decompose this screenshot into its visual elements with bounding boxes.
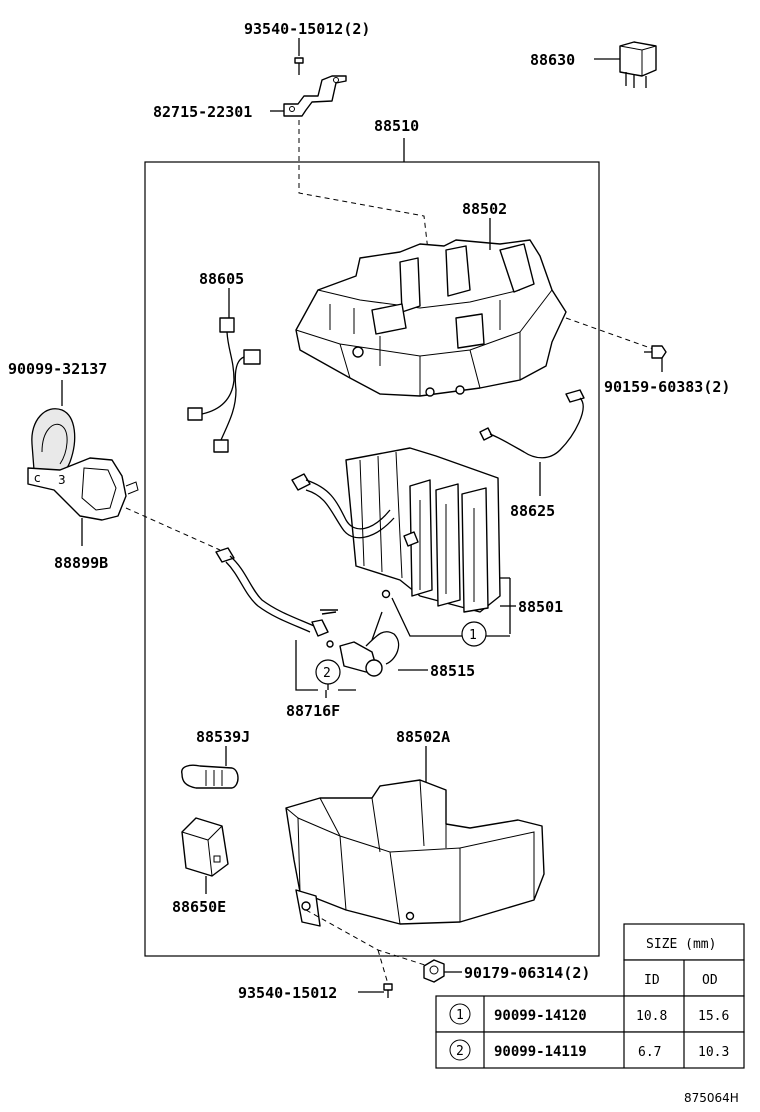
- evaporator-pipe: [291, 473, 395, 539]
- bracket-82715-22301: [283, 75, 347, 117]
- label-93540-15012: 93540-15012: [238, 984, 337, 1002]
- svg-text:c: c: [34, 471, 41, 485]
- label-88630: 88630: [530, 51, 575, 69]
- label-88716F: 88716F: [286, 702, 340, 720]
- label-88501: 88501: [518, 598, 563, 616]
- size-table-col-od: OD: [702, 973, 718, 988]
- callout-1-circle: [461, 621, 487, 647]
- assembly-frame: [144, 161, 600, 957]
- bolt-90159-60383: [644, 345, 667, 359]
- bolt-93540-15012-bottom: [383, 983, 393, 998]
- label-93540-15012-2: 93540-15012(2): [244, 20, 370, 38]
- label-88605: 88605: [199, 270, 244, 288]
- cover-88899B: c 3: [27, 457, 139, 521]
- harness-88605: [187, 317, 261, 453]
- label-88510: 88510: [374, 117, 419, 135]
- bolt-93540-15012-top: [294, 57, 304, 75]
- label-88515: 88515: [430, 662, 475, 680]
- relay-88630: [619, 41, 657, 88]
- label-88650E: 88650E: [172, 898, 226, 916]
- o-ring-2: [326, 640, 334, 648]
- label-88502: 88502: [462, 200, 507, 218]
- size-table-row2-symbol: 2: [456, 1044, 464, 1059]
- label-90099-32137: 90099-32137: [8, 360, 107, 378]
- lower-case-88502A: [285, 779, 545, 927]
- sensor-88625: [479, 389, 585, 459]
- size-table-row1-symbol: 1: [456, 1008, 464, 1023]
- size-table-row2-od: 10.3: [698, 1045, 729, 1060]
- label-82715-22301: 82715-22301: [153, 103, 252, 121]
- size-table-header: SIZE (mm): [646, 937, 716, 952]
- size-table-col-id: ID: [644, 973, 660, 988]
- label-88899B: 88899B: [54, 554, 108, 572]
- upper-case-88502: [295, 239, 567, 397]
- clip-88539J: [181, 764, 239, 789]
- size-table-row1-symbol-circle: [449, 1003, 471, 1025]
- callout-1: 1: [469, 628, 477, 643]
- label-90159-60383-2: 90159-60383(2): [604, 378, 730, 396]
- label-88539J: 88539J: [196, 728, 250, 746]
- label-90179-06314-2: 90179-06314(2): [464, 964, 590, 982]
- amplifier-88650E: [181, 817, 229, 877]
- o-ring-1: [381, 589, 391, 599]
- size-table-row2-symbol-circle: [449, 1039, 471, 1061]
- evaporator-88501: [345, 447, 501, 613]
- pipe-88716F: [215, 547, 338, 637]
- size-table-row1-part: 90099-14120: [494, 1008, 587, 1024]
- drawing-code: 875064H: [684, 1091, 739, 1105]
- nut-90179-06314: [423, 959, 445, 983]
- size-table-row1-od: 15.6: [698, 1009, 729, 1024]
- callout-2: 2: [323, 666, 331, 681]
- label-88625: 88625: [510, 502, 555, 520]
- label-88502A: 88502A: [396, 728, 450, 746]
- size-table: SIZE (mm) ID OD 1 90099-14120 10.8 15.6 …: [435, 923, 745, 1069]
- svg-text:3: 3: [58, 473, 66, 487]
- size-table-row2-part: 90099-14119: [494, 1044, 587, 1060]
- size-table-row1-id: 10.8: [636, 1009, 667, 1024]
- expansion-valve-88515: [339, 611, 400, 677]
- size-table-row2-id: 6.7: [638, 1045, 661, 1060]
